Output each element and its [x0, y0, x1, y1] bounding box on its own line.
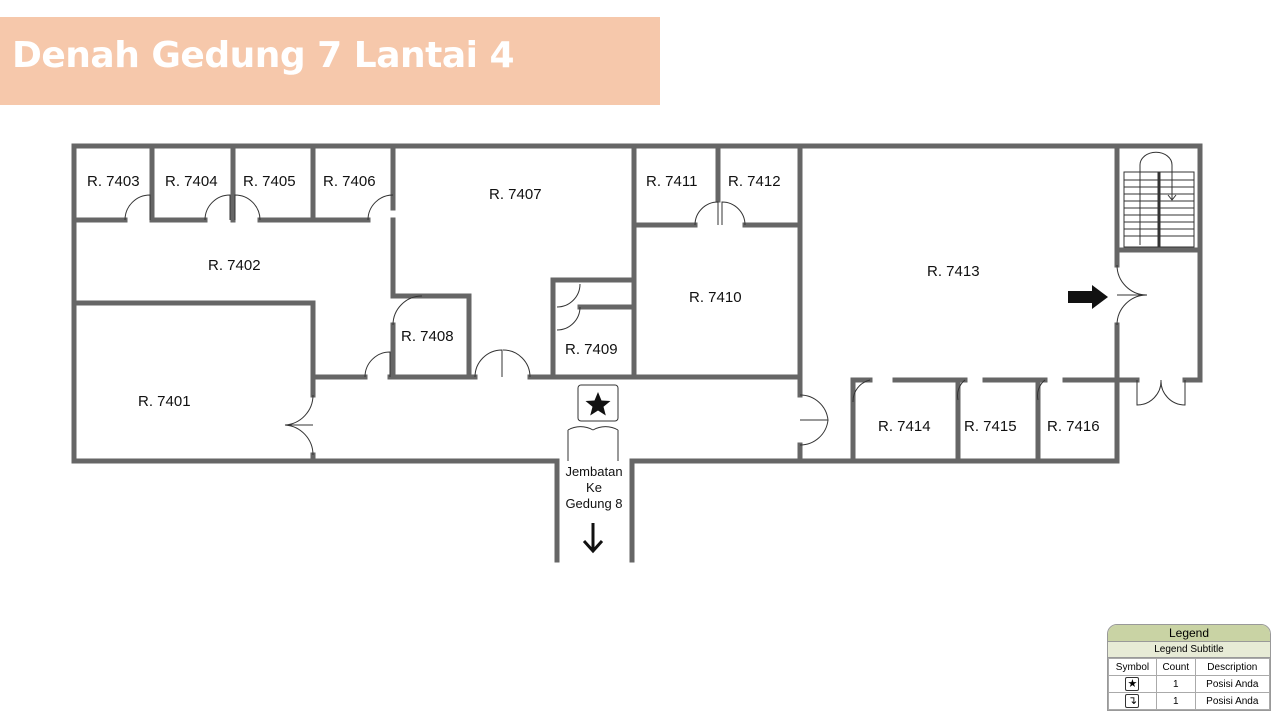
legend-subtitle: Legend Subtitle — [1108, 642, 1270, 658]
legend-table: Symbol Count Description ★ 1 Posisi Anda… — [1108, 658, 1270, 710]
legend-row: ★ 1 Posisi Anda — [1108, 675, 1270, 693]
room-7410: R. 7410 — [689, 289, 742, 306]
doors — [124, 194, 1186, 461]
legend-header-row: Symbol Count Description — [1108, 658, 1270, 676]
room-7407: R. 7407 — [489, 186, 542, 203]
bridge-label-line3: Gedung 8 — [565, 496, 622, 511]
legend: Legend Legend Subtitle Symbol Count Desc… — [1107, 624, 1271, 711]
room-7409: R. 7409 — [565, 341, 618, 358]
legend-count: 1 — [1155, 675, 1196, 693]
legend-header-count: Count — [1155, 658, 1196, 676]
legend-header-description: Description — [1194, 658, 1270, 676]
room-7406: R. 7406 — [323, 173, 376, 190]
room-7415: R. 7415 — [964, 418, 1017, 435]
bridge-label-line1: Jembatan — [565, 464, 622, 479]
turn-arrow-icon: ↴ — [1125, 694, 1140, 708]
room-labels: R. 7403 R. 7404 R. 7405 R. 7406 R. 7407 … — [87, 173, 1100, 435]
page-title: Denah Gedung 7 Lantai 4 — [12, 35, 515, 76]
walls — [71, 143, 1203, 563]
legend-row: ↴ 1 Posisi Anda — [1108, 692, 1270, 710]
room-7414: R. 7414 — [878, 418, 931, 435]
you-are-here-arrow — [1068, 285, 1108, 309]
legend-description: Posisi Anda — [1194, 675, 1270, 693]
room-7411: R. 7411 — [646, 173, 697, 190]
room-7403: R. 7403 — [87, 173, 140, 190]
star-marker — [577, 384, 619, 422]
room-7404: R. 7404 — [165, 173, 218, 190]
bridge-label: Jembatan Ke Gedung 8 — [565, 464, 622, 511]
legend-count: 1 — [1155, 692, 1196, 710]
room-7402: R. 7402 — [208, 257, 261, 274]
legend-description: Posisi Anda — [1194, 692, 1270, 710]
room-7416: R. 7416 — [1047, 418, 1100, 435]
stairs — [1123, 151, 1195, 248]
room-7405: R. 7405 — [243, 173, 296, 190]
legend-header-symbol: Symbol — [1108, 658, 1157, 676]
title-banner: Denah Gedung 7 Lantai 4 — [0, 17, 660, 105]
bridge-label-line2: Ke — [586, 480, 602, 495]
room-7413: R. 7413 — [927, 263, 980, 280]
room-7412: R. 7412 — [728, 173, 781, 190]
bridge-arrow-down — [582, 523, 604, 554]
legend-title: Legend — [1108, 625, 1270, 642]
room-7408: R. 7408 — [401, 328, 454, 345]
star-icon: ★ — [1125, 677, 1140, 691]
room-7401: R. 7401 — [138, 393, 191, 410]
